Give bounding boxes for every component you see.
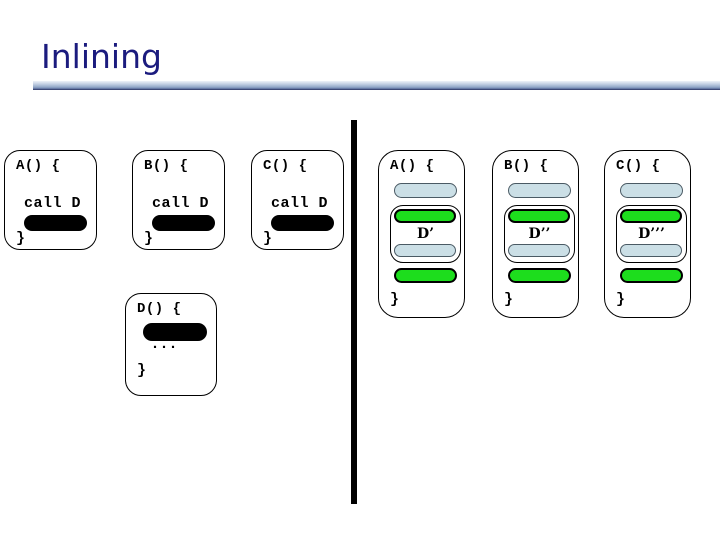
function-name-label: B() {	[504, 158, 549, 174]
host-code-pill	[508, 183, 571, 198]
function-name-label: D() {	[137, 301, 182, 317]
ellipsis-label: ...	[150, 336, 178, 353]
inlined-code-pill	[508, 209, 570, 223]
callee-function-box-d: D() { ... }	[125, 293, 217, 396]
inlined-function-box-a: A() { D’ }	[378, 150, 465, 318]
host-code-pill	[620, 183, 683, 198]
call-statement: call D	[151, 195, 209, 212]
title-underline-bar	[33, 81, 720, 90]
close-brace-label: }	[144, 230, 154, 247]
caller-function-box-b: B() { call D }	[132, 150, 225, 250]
code-block-pill	[271, 215, 334, 231]
code-block-pill	[143, 323, 207, 341]
close-brace-label: }	[616, 291, 626, 308]
host-code-pill	[508, 244, 570, 257]
page-title: Inlining	[41, 37, 162, 76]
function-name-label: C() {	[263, 158, 308, 174]
call-statement: call D	[270, 195, 328, 212]
inlined-function-box-c: C() { D’’’ }	[604, 150, 691, 318]
call-statement: call D	[23, 195, 81, 212]
inlined-code-pill	[394, 268, 457, 283]
inlined-code-pill	[394, 209, 456, 223]
inlined-code-pill	[620, 209, 682, 223]
inlined-copy-box: D’’	[504, 205, 575, 263]
inlined-copy-label: D’’	[528, 226, 551, 242]
host-code-pill	[620, 244, 682, 257]
function-name-label: B() {	[144, 158, 189, 174]
caller-function-box-c: C() { call D }	[251, 150, 344, 250]
close-brace-label: }	[263, 230, 273, 247]
function-name-label: C() {	[616, 158, 661, 174]
close-brace-label: }	[390, 291, 400, 308]
close-brace-label: }	[16, 230, 26, 247]
caller-function-box-a: A() { call D }	[4, 150, 97, 250]
host-code-pill	[394, 244, 456, 257]
inlined-code-pill	[620, 268, 683, 283]
inlined-code-pill	[508, 268, 571, 283]
code-block-pill	[24, 215, 87, 231]
inlined-copy-label: D’’’	[638, 226, 665, 242]
function-name-label: A() {	[16, 158, 61, 174]
close-brace-label: }	[137, 362, 147, 379]
inlined-copy-label: D’	[416, 226, 434, 242]
inlined-copy-box: D’’’	[616, 205, 687, 263]
code-block-pill	[152, 215, 215, 231]
before-after-divider-line	[351, 120, 357, 504]
inlined-function-box-b: B() { D’’ }	[492, 150, 579, 318]
host-code-pill	[394, 183, 457, 198]
function-name-label: A() {	[390, 158, 435, 174]
close-brace-label: }	[504, 291, 514, 308]
inlined-copy-box: D’	[390, 205, 461, 263]
